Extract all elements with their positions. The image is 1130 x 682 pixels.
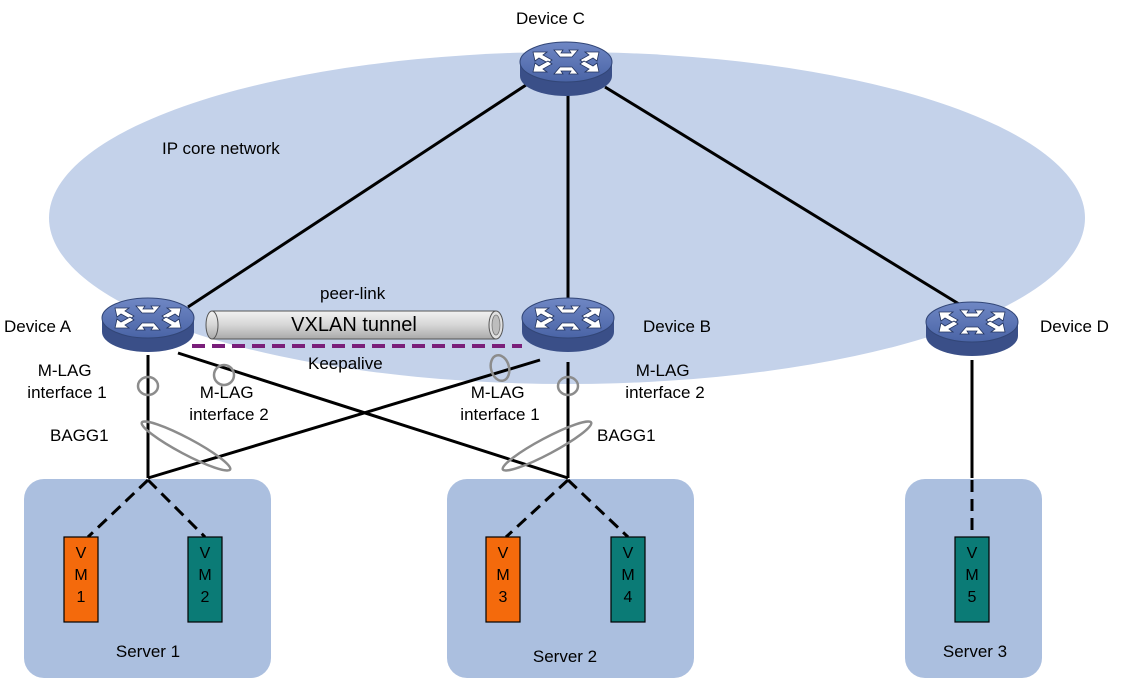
vm-3: V M 3: [485, 536, 521, 623]
device-b-icon: [521, 297, 615, 353]
svg-text:2: 2: [201, 589, 210, 606]
svg-text:3: 3: [499, 589, 508, 606]
svg-text:V: V: [498, 545, 509, 562]
device-a-label: Device A: [4, 317, 72, 336]
m-lag-interface-1-ring-device-a: [136, 375, 160, 397]
svg-text:M: M: [74, 567, 87, 584]
m-lag-interface-1-ring-device-b: [489, 353, 511, 383]
m-lag-interface-2-ring-device-a: [212, 363, 236, 387]
svg-text:V: V: [200, 545, 211, 562]
device-a-icon: [101, 297, 195, 353]
vlink-server-1-vm-1: [86, 478, 150, 539]
vlink-server-2-vm-3: [504, 478, 570, 539]
device-b-label: Device B: [643, 317, 711, 336]
svg-text:V: V: [76, 545, 87, 562]
link-device-b-server-1: [147, 358, 541, 480]
peer-link-label: peer-link: [320, 284, 386, 303]
bagg1-label-right: BAGG1: [597, 426, 656, 445]
device-d-label: Device D: [1040, 317, 1109, 336]
link-device-c-device-d: [604, 85, 973, 314]
bagg1-ring-server-2: [501, 420, 593, 472]
device-b-m-lag-interface-1-label: M-LAG interface 1: [460, 383, 539, 424]
svg-text:1: 1: [77, 589, 86, 606]
svg-text:4: 4: [624, 589, 633, 606]
server-1-label: Server 1: [116, 642, 180, 661]
device-a-m-lag-interface-2-label: M-LAG interface 2: [189, 383, 268, 424]
keepalive-label: Keepalive: [308, 354, 383, 373]
device-c-label: Device C: [516, 9, 585, 28]
device-c-icon: [519, 41, 613, 97]
svg-text:M: M: [496, 567, 509, 584]
svg-text:5: 5: [968, 589, 977, 606]
vm-5: V M 5: [954, 536, 990, 623]
server-3-label: Server 3: [943, 642, 1007, 661]
svg-text:V: V: [623, 545, 634, 562]
server-1-box: [24, 479, 271, 678]
svg-text:M: M: [965, 567, 978, 584]
svg-text:M: M: [198, 567, 211, 584]
link-device-c-device-a: [187, 83, 527, 309]
link-device-a-server-2: [177, 351, 569, 480]
ip-core-network-label: IP core network: [162, 139, 280, 158]
bagg1-ring-server-1: [140, 420, 232, 472]
device-a-m-lag-interface-1-label: M-LAG interface 1: [27, 361, 106, 402]
bagg1-label-left: BAGG1: [50, 426, 109, 445]
vm-1: V M 1: [63, 536, 99, 623]
m-lag-interface-2-ring-device-b: [556, 375, 580, 397]
vm-4: V M 4: [610, 536, 646, 623]
svg-text:M: M: [621, 567, 634, 584]
server-2-label: Server 2: [533, 647, 597, 666]
vxlan-tunnel-label: VXLAN tunnel: [291, 314, 417, 336]
vlink-server-2-vm-4: [566, 478, 630, 539]
device-d-icon: [925, 301, 1019, 357]
vxlan-tunnel-tube: [205, 310, 504, 340]
server-2-box: [447, 479, 694, 678]
device-b-m-lag-interface-2-label: M-LAG interface 2: [625, 361, 704, 402]
vlink-server-1-vm-2: [146, 478, 207, 539]
vm-2: V M 2: [187, 536, 223, 623]
svg-text:V: V: [967, 545, 978, 562]
